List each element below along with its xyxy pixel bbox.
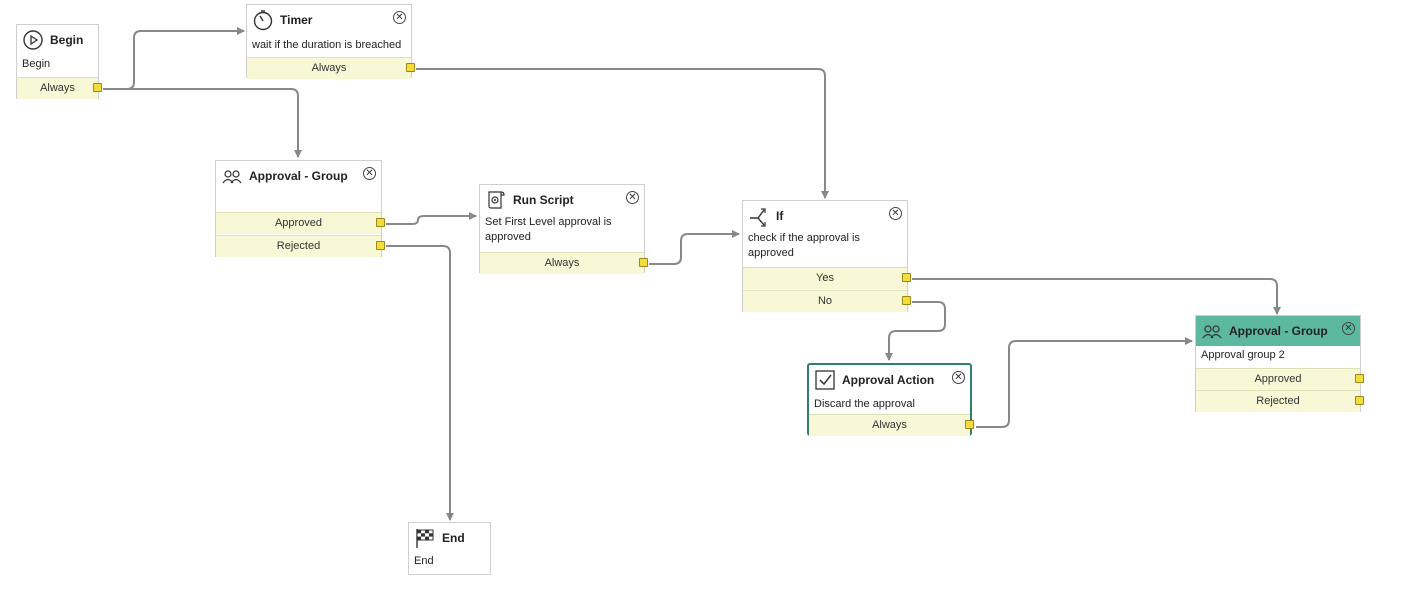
transition-no: No [743,290,911,312]
activity-header: Begin [17,25,98,55]
close-icon[interactable]: ✕ [393,11,406,24]
transition-label: Always [544,257,580,269]
activity-header: If ✕ [743,201,907,231]
connection-port[interactable] [1355,396,1364,405]
transition-label: Rejected [276,240,321,252]
activity-description: Approval group 2 [1201,349,1285,361]
activity-header: End [409,523,490,553]
transition-yes: Yes [743,267,911,289]
transition-label: Rejected [1256,395,1300,407]
activity-approval-action[interactable]: Approval Action ✕ Discard the approval A… [807,363,974,436]
transition-always: Always [17,77,102,99]
close-icon[interactable]: ✕ [363,167,376,180]
checkbox-icon [815,370,835,390]
branch-icon [750,208,766,227]
transition-label: Yes [816,272,834,284]
wire-approved-run-script [386,212,477,225]
connection-port[interactable] [902,296,911,305]
transition-label: Always [40,82,75,94]
activity-run-script[interactable]: Run Script ✕ Set First Level approval is… [479,184,648,274]
group-icon [222,170,242,184]
activity-description: Discard the approval [814,398,915,410]
play-circle-icon [23,30,43,50]
checkered-flag-icon [416,529,434,548]
close-icon[interactable]: ✕ [952,371,965,384]
activity-begin[interactable]: Begin Begin Always [16,24,102,99]
transition-label: Approved [274,217,323,229]
connection-port[interactable] [965,420,974,429]
wire-rejected-end [386,245,454,521]
activity-approval-group[interactable]: Approval - Group ✕ Approved Rejected [215,160,385,257]
close-icon[interactable]: ✕ [889,207,902,220]
activity-if[interactable]: If ✕ check if the approval is approved Y… [742,200,911,312]
activity-title: End [442,531,465,545]
activity-header: Approval Action ✕ [809,365,970,395]
connection-port[interactable] [376,241,385,250]
activity-description: Set First Level approval is approved [485,216,612,243]
connection-port[interactable] [93,83,102,92]
activity-title: Approval - Group [1229,324,1328,338]
connection-port[interactable] [639,258,648,267]
activity-title: Approval - Group [249,169,348,183]
transition-label: Approved [1254,373,1302,385]
transition-rejected: Rejected [1196,390,1364,412]
transition-always: Always [247,57,415,79]
close-icon[interactable]: ✕ [1342,322,1355,335]
activity-header: Timer ✕ [247,5,411,35]
activity-header: Approval - Group ✕ [216,161,381,191]
wire-timer-if [416,68,829,199]
timer-icon [253,10,273,31]
script-icon [488,191,505,209]
activity-description: End [414,555,434,567]
activity-title: If [776,209,784,223]
transition-approved: Approved [1196,368,1364,390]
activity-header: Run Script ✕ [480,185,644,215]
activity-header: Approval - Group ✕ [1196,316,1360,346]
connection-port[interactable] [902,273,911,282]
connection-port[interactable] [1355,374,1364,383]
activity-description: wait if the duration is breached [252,39,402,51]
connection-port[interactable] [376,218,385,227]
transition-approved: Approved [216,212,385,234]
transition-label: Always [311,62,347,74]
wire-approval-action-approval-group-2 [976,337,1193,428]
activity-title: Approval Action [842,373,935,387]
wire-run-script-if [649,230,740,265]
transition-label: No [817,295,833,307]
transition-rejected: Rejected [216,235,385,257]
transition-always: Always [809,414,974,436]
activity-title: Begin [50,33,84,47]
connection-port[interactable] [406,63,415,72]
wire-yes-approval-group-2 [912,278,1281,315]
activity-approval-group-2[interactable]: Approval - Group ✕ Approval group 2 Appr… [1195,315,1364,412]
activity-timer[interactable]: Timer ✕ wait if the duration is breached… [246,4,415,79]
activity-end[interactable]: End End [408,522,491,575]
transition-always: Always [480,252,648,274]
group-icon [1202,325,1222,339]
activity-description: check if the approval is approved [748,232,860,259]
activity-title: Run Script [513,193,574,207]
activity-title: Timer [280,13,313,27]
wire-begin-approval-group [103,88,302,158]
activity-description: Begin [22,58,51,70]
transition-label: Always [872,419,907,431]
wire-begin-timer [103,27,245,90]
close-icon[interactable]: ✕ [626,191,639,204]
